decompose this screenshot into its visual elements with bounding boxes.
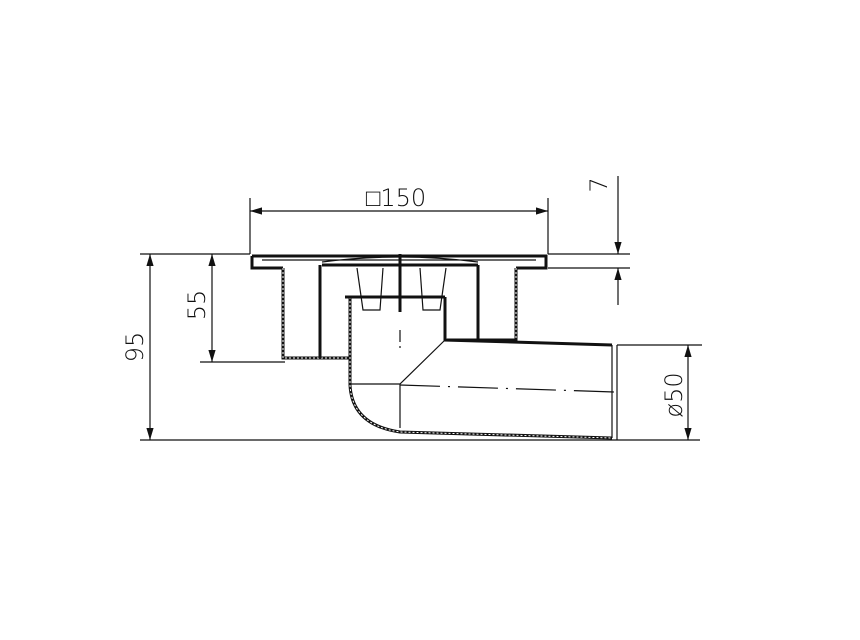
total-height-label: 95: [121, 332, 149, 363]
width-dimension-label: □150: [366, 184, 426, 212]
body-height-label: 55: [183, 290, 211, 321]
outlet-diameter-label: ø50: [660, 372, 688, 417]
flange-height-label: 7: [585, 177, 613, 192]
dimension-lines: [140, 176, 702, 441]
drain-body: [250, 254, 618, 440]
